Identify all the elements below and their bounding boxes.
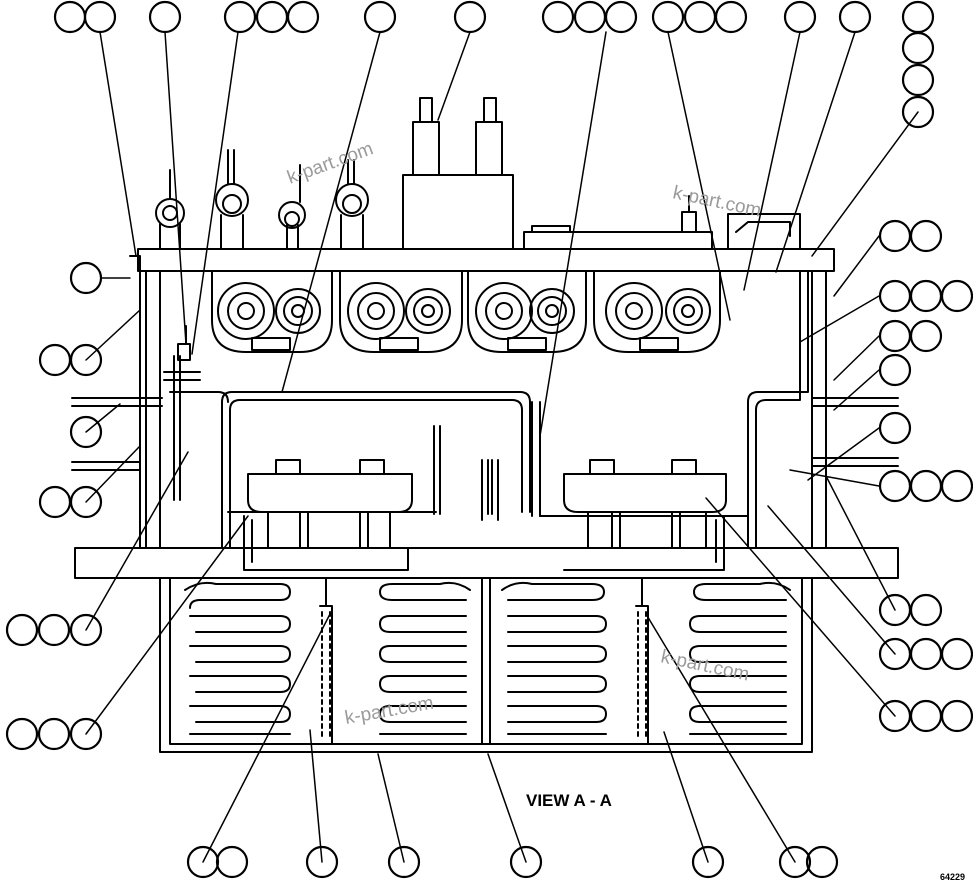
top-terminal-studs [155, 149, 369, 250]
side-leads [71, 397, 899, 471]
watermark-4: k-part.com [343, 693, 435, 729]
top-connector-block [402, 97, 514, 250]
figure-number: 64229 [940, 872, 965, 882]
watermark-1: k-part.com [285, 138, 377, 188]
watermark-2: k-part.com [671, 182, 763, 221]
lower-ribs-left [184, 577, 491, 745]
contactor-blocks [227, 459, 749, 571]
view-title: VIEW A - A [526, 791, 612, 810]
lower-ribs-right [501, 577, 791, 745]
coil-assemblies [211, 270, 721, 353]
watermarks: k-part.com k-part.com k-part.com k-part.… [285, 138, 764, 729]
watermark-3: k-part.com [659, 646, 751, 685]
callout-balloons [5, 0, 973, 879]
housing-outline [74, 248, 899, 753]
inner-busbar-frame [163, 271, 809, 549]
top-right-connector [523, 195, 801, 250]
leader-lines [85, 31, 919, 863]
